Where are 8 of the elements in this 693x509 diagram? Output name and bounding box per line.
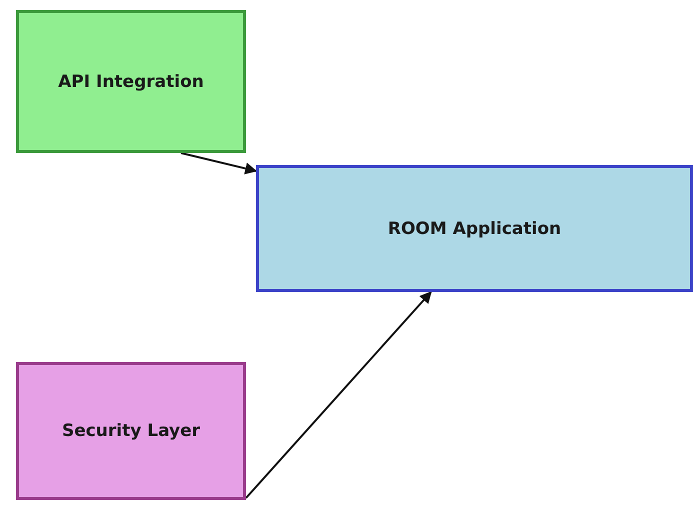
process-box [16, 10, 246, 153]
box-label: API Integration [58, 72, 204, 92]
arrow [245, 291, 432, 499]
process-box [256, 165, 693, 292]
arrow [180, 152, 258, 174]
process-box [16, 362, 246, 500]
box-label: Security Layer [62, 421, 200, 441]
box-label: ROOM Application [388, 218, 562, 238]
